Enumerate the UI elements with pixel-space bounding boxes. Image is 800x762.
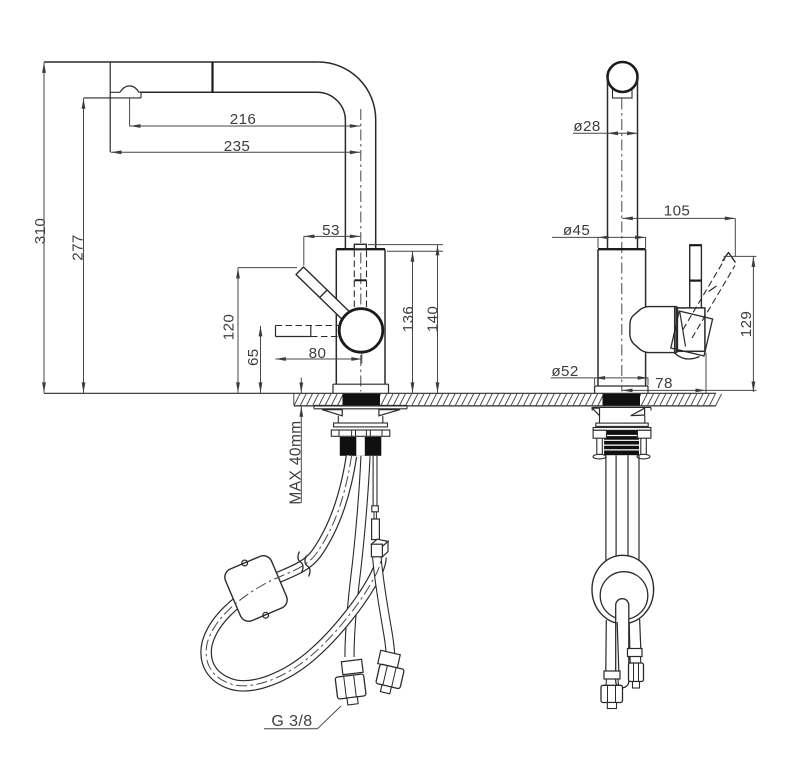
svg-text:235: 235 bbox=[224, 138, 251, 155]
svg-text:277: 277 bbox=[70, 234, 87, 261]
svg-text:80: 80 bbox=[309, 345, 327, 362]
svg-text:140: 140 bbox=[425, 306, 442, 333]
svg-text:53: 53 bbox=[322, 222, 340, 239]
svg-text:310: 310 bbox=[32, 218, 49, 245]
svg-text:136: 136 bbox=[400, 306, 417, 333]
svg-text:ø52: ø52 bbox=[551, 363, 578, 380]
svg-text:G 3/8: G 3/8 bbox=[271, 713, 312, 730]
svg-text:105: 105 bbox=[664, 202, 691, 219]
svg-text:216: 216 bbox=[230, 111, 257, 128]
svg-text:65: 65 bbox=[245, 348, 262, 366]
svg-text:120: 120 bbox=[221, 314, 238, 341]
svg-text:129: 129 bbox=[738, 311, 755, 338]
svg-text:MAX 40mm: MAX 40mm bbox=[287, 420, 304, 504]
svg-text:ø28: ø28 bbox=[573, 118, 600, 135]
svg-text:78: 78 bbox=[655, 375, 673, 392]
svg-text:ø45: ø45 bbox=[563, 222, 590, 239]
